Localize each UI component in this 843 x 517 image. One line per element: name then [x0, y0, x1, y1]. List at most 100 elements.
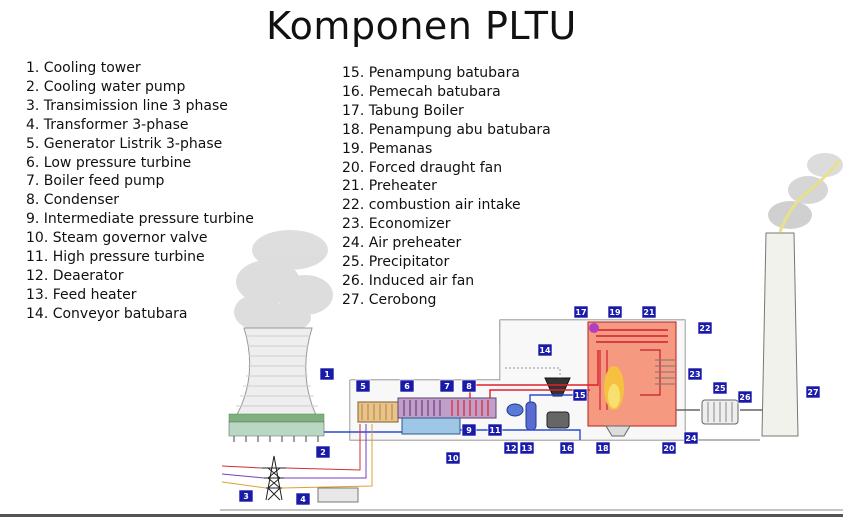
diagram-tag-23: 23: [687, 367, 703, 381]
component-item: 6. Low pressure turbine: [26, 154, 192, 171]
component-item: 22. combustion air intake: [342, 197, 521, 214]
component-item: 23. Economizer: [342, 216, 451, 233]
diagram-tag-label: 17: [575, 308, 586, 317]
diagram-tag-13: 13: [519, 441, 535, 455]
diagram-tag-1: 1: [319, 367, 335, 381]
diagram-tag-5: 5: [355, 379, 371, 393]
diagram-tag-label: 1: [324, 370, 330, 379]
diagram-tag-26: 26: [737, 390, 753, 404]
component-item: 7. Boiler feed pump: [26, 173, 165, 190]
diagram-tag-label: 25: [714, 384, 726, 393]
component-item: 25. Precipitator: [342, 254, 450, 271]
diagram-tag-6: 6: [399, 379, 415, 393]
diagram-tag-11: 11: [487, 423, 503, 437]
diagram-tag-label: 14: [539, 346, 551, 355]
transmission-tower: [262, 455, 286, 501]
diagram-tag-label: 18: [597, 444, 609, 453]
diagram-tag-21: 21: [641, 305, 657, 319]
diagram-tag-label: 24: [685, 434, 697, 443]
diagram-tag-4: 4: [295, 492, 311, 506]
coal-conveyor: [505, 367, 561, 378]
component-item: 14. Conveyor batubara: [26, 305, 188, 322]
diagram-tag-24: 24: [683, 431, 699, 445]
diagram-tag-label: 27: [807, 388, 818, 397]
diagram-tag-label: 3: [243, 492, 249, 501]
diagram-tag-3: 3: [238, 489, 254, 503]
component-item: 20. Forced draught fan: [342, 159, 503, 176]
component-item: 21. Preheater: [342, 178, 437, 195]
deaerator: [506, 403, 524, 417]
component-item: 24. Air preheater: [342, 235, 462, 252]
diagram-tag-label: 11: [489, 426, 501, 435]
component-item: 8. Condenser: [26, 192, 120, 209]
turbines: [397, 397, 497, 419]
diagram-tag-label: 9: [466, 426, 472, 435]
economizer: [655, 359, 675, 385]
component-item: 5. Generator Listrik 3-phase: [26, 135, 223, 152]
component-item: 2. Cooling water pump: [26, 78, 186, 95]
diagram-tag-label: 10: [447, 454, 459, 463]
component-item: 13. Feed heater: [26, 286, 137, 303]
diagram-tag-18: 18: [595, 441, 611, 455]
component-list-right: 15. Penampung batubara 16. Pemecah batuba…: [342, 64, 592, 310]
diagram-tag-22: 22: [697, 321, 713, 335]
diagram-tag-16: 16: [559, 441, 575, 455]
component-item: 19. Pemanas: [342, 140, 433, 157]
component-item: 15. Penampung batubara: [342, 65, 520, 81]
transmission-lines: [221, 424, 373, 489]
diagram-tag-15: 15: [572, 388, 588, 402]
diagram-tag-27: 27: [805, 385, 821, 399]
component-item: 26. Induced air fan: [342, 272, 475, 289]
diagram-tag-label: 22: [699, 324, 710, 333]
diagram-tag-8: 8: [461, 379, 477, 393]
diagram-tag-12: 12: [503, 441, 519, 455]
chimney: [761, 232, 799, 437]
diagram-tag-19: 19: [607, 305, 623, 319]
diagram-tag-label: 15: [574, 391, 586, 400]
diagram-tag-20: 20: [661, 441, 677, 455]
boiler: [587, 321, 677, 427]
diagram-tag-label: 7: [444, 382, 450, 391]
diagram-tag-label: 23: [689, 370, 700, 379]
feed-heater: [525, 401, 537, 431]
precipitator: [701, 399, 739, 425]
component-item: 1. Cooling tower: [26, 60, 141, 76]
diagram-tag-label: 5: [360, 382, 366, 391]
cooling-tower: [228, 327, 325, 442]
diagram-tag-label: 6: [404, 382, 410, 391]
diagram-tag-label: 13: [521, 444, 532, 453]
bottom-rule: [0, 514, 843, 517]
diagram-tag-label: 26: [739, 393, 751, 402]
diagram-tag-9: 9: [461, 423, 477, 437]
coal-pulverizer: [546, 411, 570, 429]
component-item: 10. Steam governor valve: [26, 230, 208, 247]
component-item: 4. Transformer 3-phase: [26, 116, 189, 133]
feed-line: [529, 394, 588, 402]
ash-hopper: [605, 425, 631, 437]
component-item: 27. Cerobong: [342, 291, 437, 308]
condenser: [401, 417, 461, 435]
chimney-smoke: [768, 153, 843, 233]
transformer: [317, 487, 359, 503]
component-item: 18. Penampung abu batubara: [342, 121, 551, 138]
diagram-tag-14: 14: [537, 343, 553, 357]
diagram-tag-10: 10: [445, 451, 461, 465]
diagram-tag-label: 19: [609, 308, 621, 317]
diagram-tag-label: 12: [505, 444, 516, 453]
diagram-tag-label: 20: [663, 444, 675, 453]
component-item: 12. Deaerator: [26, 267, 124, 284]
component-item: 17. Tabung Boiler: [342, 102, 464, 119]
component-item: 9. Intermediate pressure turbine: [26, 211, 254, 228]
diagram-tag-label: 21: [643, 308, 655, 317]
diagram-tag-17: 17: [573, 305, 589, 319]
page-title: Komponen PLTU: [266, 4, 577, 48]
component-item: 11. High pressure turbine: [26, 249, 205, 266]
diagram-tag-2: 2: [315, 445, 331, 459]
diagram-tag-label: 8: [466, 382, 472, 391]
component-item: 16. Pemecah batubara: [342, 83, 501, 100]
diagram-tag-label: 2: [320, 448, 326, 457]
diagram-tag-7: 7: [439, 379, 455, 393]
cooling-tower-steam: [234, 230, 333, 332]
